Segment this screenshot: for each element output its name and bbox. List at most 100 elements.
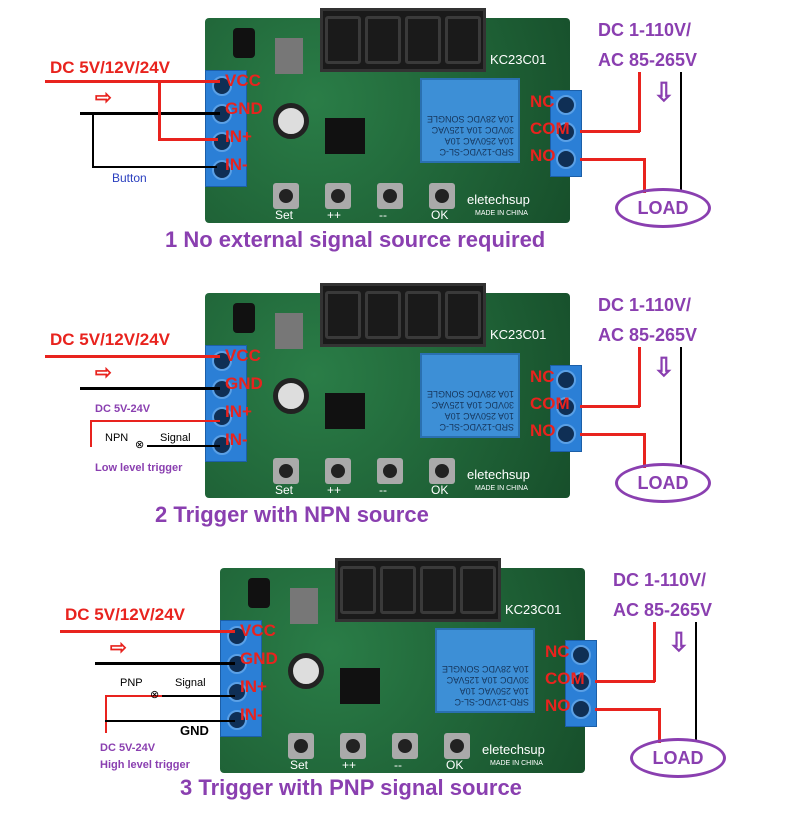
button-label: OK [431,483,449,497]
in-plus-wire-v [158,80,161,140]
button-label: OK [446,758,464,772]
relay: SRD-12VDC-SL-C 10A 250VAC 10A 30VDC 10A … [420,353,520,438]
button-ok[interactable] [429,458,455,484]
brand-label: eletechsup [482,742,545,757]
com-wire [580,130,640,133]
button-set[interactable] [288,733,314,759]
pin-inminus: IN- [225,430,248,449]
gnd-wire [80,112,220,115]
seven-segment-display [335,558,501,622]
button-label: Set [275,483,294,497]
lamp-icon: ⊗ [135,439,145,451]
load: LOAD [615,188,711,228]
button-label: -- [379,208,387,222]
relay: SRD-12VDC-SL-C 10A 250VAC 10A 30VDC 10A … [435,628,535,713]
button-ok[interactable] [429,183,455,209]
button-wire [92,166,217,168]
screw [571,645,591,665]
screw [556,397,576,417]
load-supply-line2: AC 85-265V [598,50,698,70]
seven-segment-display [320,283,486,347]
pin-gnd: GND [240,649,278,668]
relay-terminal-block [550,365,582,452]
pin-inplus: IN+ [240,677,267,696]
load: LOAD [615,463,711,503]
screw [212,407,232,427]
caption: 2 Trigger with NPN source [155,502,429,527]
made-in-label: MADE IN CHINA [490,760,543,767]
supply-label: DC 5V/12V/24V [50,330,171,349]
button-plus[interactable] [325,458,351,484]
load-supply-line2: AC 85-265V [613,600,713,620]
capacitor [233,303,255,333]
pin-inplus: IN+ [225,402,252,421]
chip [325,118,365,154]
arrow-down-icon: ⇩ [653,352,675,382]
regulator [275,313,303,349]
no-wire [595,708,660,711]
screw [556,424,576,444]
pin-vcc: VCC [225,346,261,365]
arrow-down-icon: ⇩ [668,627,690,657]
signal-label: Signal [160,432,191,444]
screw [212,160,232,180]
trigger-label: Low level trigger [95,462,183,474]
seven-segment-display [320,8,486,72]
load-supply-line1: DC 1-110V/ [613,570,707,590]
no-wire-v [643,158,646,193]
button-set[interactable] [273,458,299,484]
arrow-down-icon: ⇩ [653,77,675,107]
button-minus[interactable] [392,733,418,759]
regulator [275,38,303,74]
relay-terminal-block [565,640,597,727]
brand-label: eletechsup [467,192,530,207]
chip [325,393,365,429]
source-label: NPN [105,432,129,444]
button-label: Set [275,208,294,222]
button-ok[interactable] [444,733,470,759]
arrow-right-icon: ⇨ [95,87,112,109]
buzzer [288,653,324,689]
button-wire-v [92,113,94,168]
pin-vcc: VCC [225,71,261,90]
signal-wire [162,695,235,697]
buzzer [273,103,309,139]
made-in-label: MADE IN CHINA [475,210,528,217]
board-model: KC23C01 [490,52,547,67]
button-label: Set [290,758,309,772]
made-in-label: MADE IN CHINA [475,485,528,492]
screw [556,370,576,390]
board-model: KC23C01 [505,602,562,617]
caption: 1 No external signal source required [165,227,546,252]
pin-inminus: IN- [240,705,263,724]
relay: SRD-12VDC-SL-C 10A 250VAC 10A 30VDC 10A … [420,78,520,163]
vcc-wire [45,355,220,358]
gnd-label: GND [180,723,209,738]
gnd-wire [95,662,235,665]
button-minus[interactable] [377,183,403,209]
voltage-label-2: DC 5V-24V [100,742,156,754]
input-terminal-block [205,345,247,462]
screw [227,682,247,702]
button-set[interactable] [273,183,299,209]
in-plus-wire [158,138,218,141]
source-wire-v [90,420,92,447]
button-plus[interactable] [325,183,351,209]
button-plus[interactable] [340,733,366,759]
screw [556,149,576,169]
trigger-label: High level trigger [100,759,190,771]
button-minus[interactable] [377,458,403,484]
return-wire [680,72,682,190]
com-wire [580,405,640,408]
pin-vcc: VCC [240,621,276,640]
brand-label: eletechsup [467,467,530,482]
button-label: ++ [342,758,357,772]
pin-nc: NC [545,642,570,661]
pin-inplus: IN+ [225,127,252,146]
return-wire [680,347,682,465]
